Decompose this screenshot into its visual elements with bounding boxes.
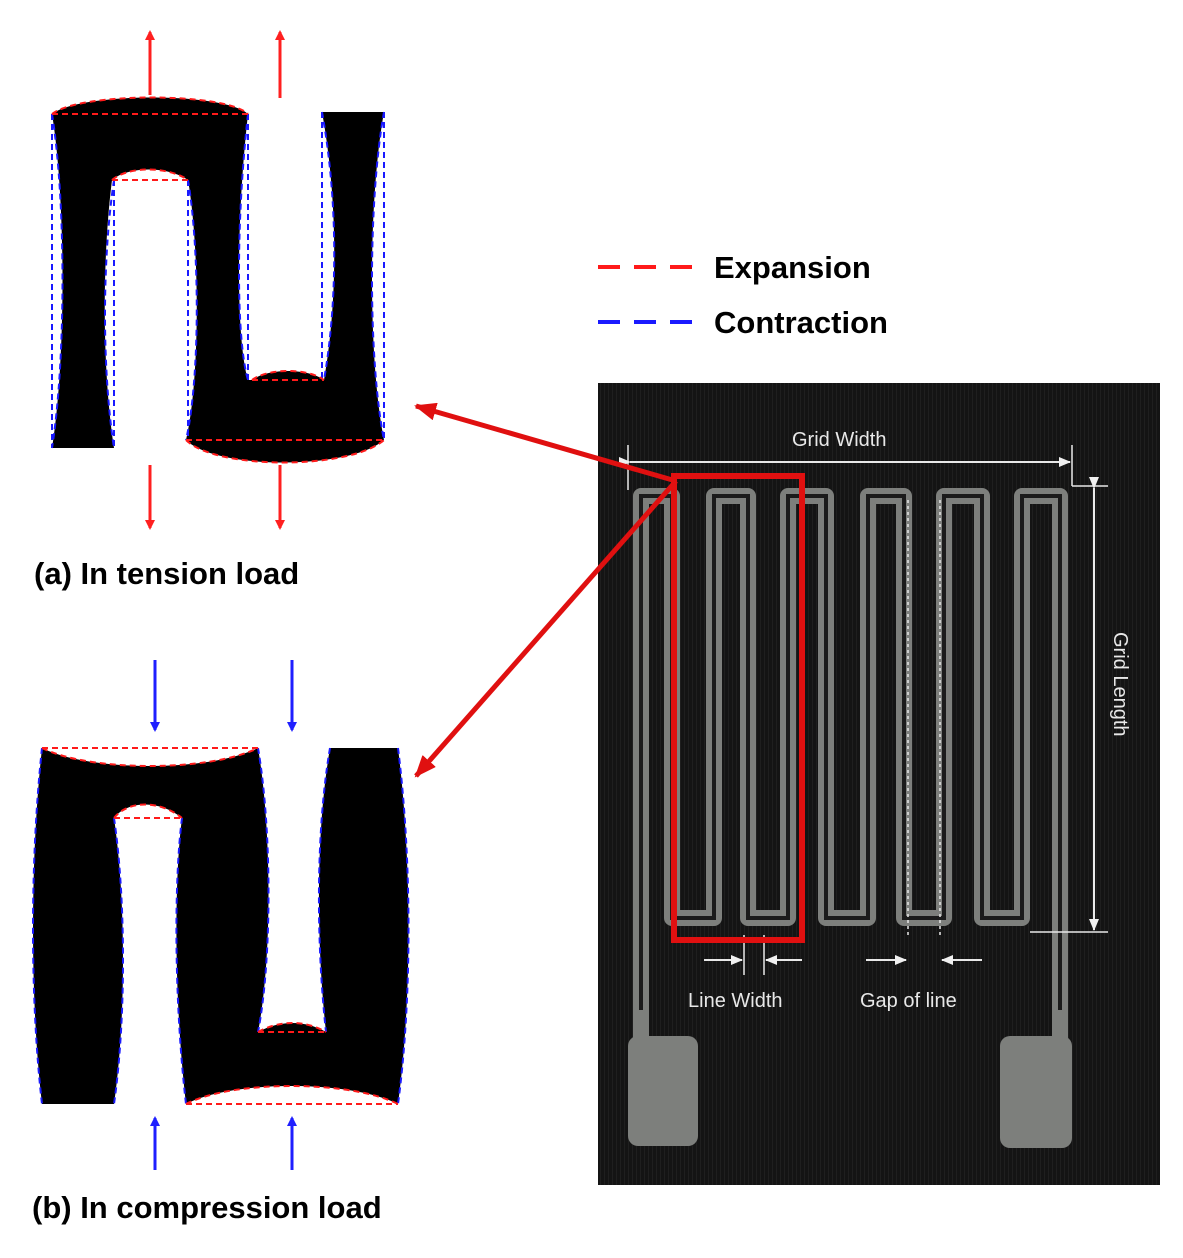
- pointer-arrow-to-tension: [414, 402, 677, 484]
- legend: Expansion Contraction: [598, 250, 888, 340]
- compression-expansion-outline: [41, 747, 399, 1105]
- grid-width-label: Grid Width: [792, 429, 886, 451]
- right-solder-pad: [1000, 1036, 1072, 1148]
- legend-contraction-label: Contraction: [714, 305, 888, 340]
- line-width-label: Line Width: [688, 990, 783, 1012]
- grid-length-label: Grid Length: [1109, 632, 1131, 737]
- pointer-arrow-to-compression: [414, 479, 678, 778]
- gap-of-line-label: Gap of line: [860, 990, 957, 1012]
- compression-diagram: [32, 660, 410, 1170]
- caption-compression: (b) In compression load: [32, 1190, 382, 1225]
- left-solder-pad: [628, 1036, 698, 1146]
- tension-contraction-outline: [51, 111, 385, 449]
- legend-expansion-label: Expansion: [714, 250, 871, 285]
- compression-deformed-shape: [33, 748, 409, 1104]
- compression-contraction-outline: [32, 747, 410, 1105]
- strain-gauge-photo: Grid Width Grid Length Line Width Gap of…: [598, 383, 1160, 1185]
- tension-deformed-shape: [52, 97, 384, 463]
- tension-expansion-outline: [51, 96, 385, 464]
- highlight-box: [671, 473, 805, 943]
- caption-tension: (a) In tension load: [34, 556, 299, 591]
- tension-diagram: [51, 30, 385, 530]
